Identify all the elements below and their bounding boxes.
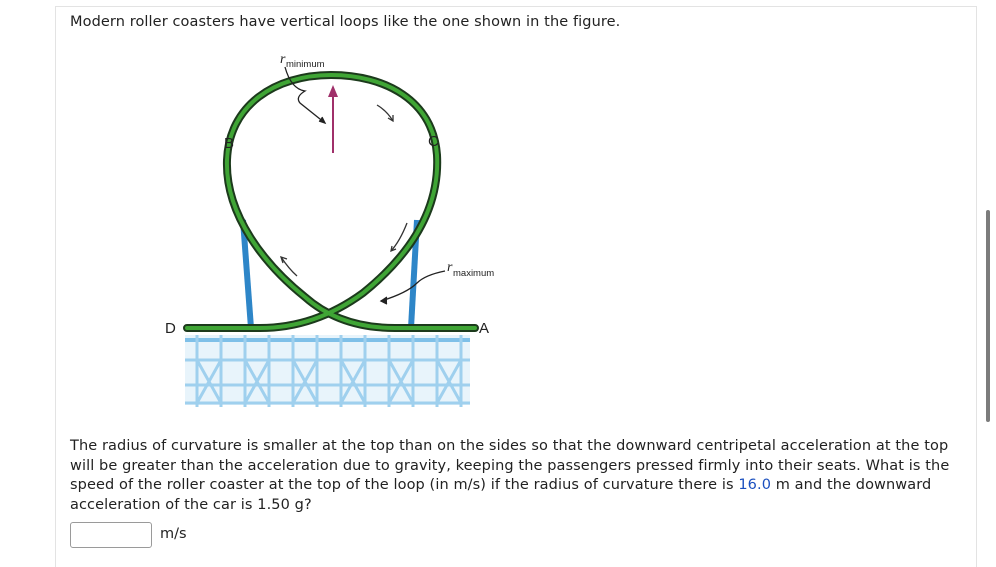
answer-unit: m/s [160, 526, 187, 542]
loop-track [183, 70, 479, 332]
point-label-d: D [165, 320, 176, 337]
roller-coaster-figure: r minimum r maximum B C D A [155, 45, 515, 415]
answer-input[interactable] [70, 522, 152, 548]
point-label-b: B [224, 135, 234, 152]
point-label-c: C [428, 133, 439, 150]
support-lattice [185, 335, 470, 407]
problem-text-part2: m and the downward acceleration of the c… [70, 477, 932, 513]
r-maximum-subscript: maximum [453, 268, 494, 279]
problem-text-part1: The radius of curvature is smaller at th… [70, 438, 950, 493]
motion-arrows [279, 104, 408, 277]
r-maximum-pointer [379, 270, 446, 305]
problem-statement: The radius of curvature is smaller at th… [70, 437, 975, 515]
scrollbar[interactable] [986, 210, 990, 422]
acceleration-arrow [328, 85, 338, 153]
r-minimum-pointer [284, 66, 327, 125]
radius-value: 16.0 [738, 477, 772, 493]
r-minimum-symbol: r [280, 52, 286, 67]
question-intro: Modern roller coasters have vertical loo… [70, 14, 621, 30]
question-card [55, 6, 977, 567]
point-label-a: A [479, 320, 489, 337]
roller-coaster-diagram: r minimum r maximum B C D A [165, 52, 494, 407]
r-maximum-symbol: r [447, 260, 453, 275]
r-minimum-subscript: minimum [286, 59, 325, 70]
